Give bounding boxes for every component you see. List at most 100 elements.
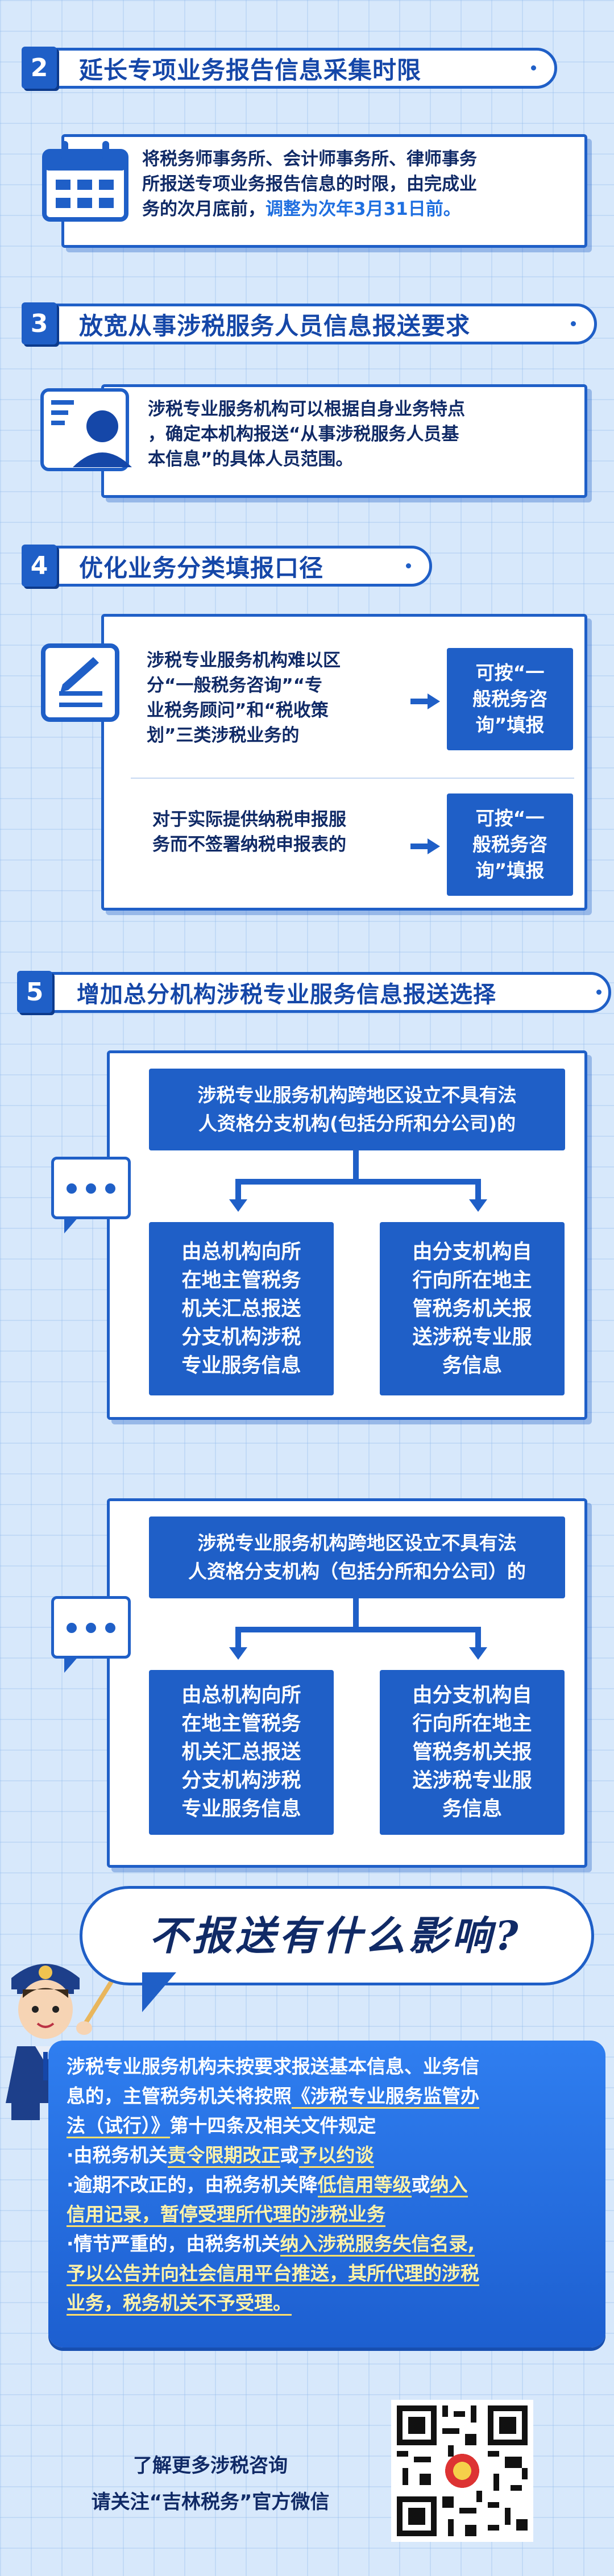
- text-line: 专业服务信息: [181, 1354, 301, 1377]
- flow2-condition: 涉税专业服务机构跨地区设立不具有法 人资格分支机构（包括分所和分公司）的: [149, 1516, 565, 1598]
- arrow-down-icon: [229, 1647, 247, 1660]
- impact-line-4: ·由税务机关责令限期改正或予以约谈: [67, 2141, 592, 2170]
- text-line: 由总机构向所: [181, 1240, 301, 1264]
- text-line: 机关汇总报送: [181, 1741, 301, 1764]
- bubble-tail: [142, 1972, 176, 2012]
- arrow-down-icon: [469, 1199, 487, 1212]
- section4-heading: 优化业务分类填报口径: [34, 546, 432, 587]
- text: 息的，主管税务机关将按照: [67, 2085, 292, 2107]
- section4-row2-text: 对于实际提供纳税申报服 务而不签署纳税申报表的: [152, 807, 414, 857]
- text-line: 管税务机关报: [412, 1297, 532, 1320]
- penalty-highlight: 低信用等级: [317, 2174, 412, 2197]
- impact-line-3: 法（试行）》第十四条及相关文件规定: [67, 2111, 592, 2141]
- text: 或: [411, 2174, 430, 2196]
- footer-line-1: 了解更多涉税咨询: [133, 2454, 288, 2477]
- text-line: 行向所在地主: [412, 1269, 532, 1292]
- connector: [353, 1150, 359, 1182]
- text-line: 般税务咨: [472, 688, 547, 710]
- arrow-down-icon: [469, 1647, 487, 1660]
- text-line: 业税务顾问”和“税收策: [147, 700, 329, 721]
- connector: [235, 1179, 481, 1185]
- text-line: 在地主管税务: [181, 1713, 301, 1735]
- text-line: 人资格分支机构(包括分所和分公司)的: [198, 1112, 516, 1135]
- section2-heading: 延长专项业务报告信息采集时限: [34, 48, 557, 89]
- connector: [475, 1627, 481, 1650]
- text-line: 分“一般税务咨询”“专: [147, 675, 323, 696]
- connector: [235, 1179, 241, 1202]
- section5-number: 5: [17, 971, 52, 1013]
- text-line: 可按“一: [475, 807, 545, 829]
- text-line: 专业服务信息: [181, 1798, 301, 1821]
- arrow-right-icon: [410, 844, 428, 849]
- impact-line-9: 业务，税务机关不予受理。: [67, 2288, 592, 2318]
- text-line: 由分支机构自: [412, 1240, 532, 1264]
- text-line: 可按“一: [475, 662, 545, 684]
- chat-bubble-icon: [51, 1157, 131, 1233]
- section4-number: 4: [22, 545, 57, 587]
- impact-title-bubble: [80, 1886, 594, 1985]
- text-line: 对于实际提供纳税申报服: [152, 809, 346, 830]
- divider: [131, 778, 574, 779]
- text: 或: [280, 2144, 299, 2166]
- section3-title: 放宽从事涉税服务人员信息报送要求: [79, 311, 471, 340]
- text-line: 由分支机构自: [412, 1684, 532, 1707]
- text-line: 送涉税专业服: [412, 1326, 532, 1349]
- text-line: 分支机构涉税: [181, 1326, 301, 1349]
- text: 涉税专业服务机构未按要求报送基本信息、业务信: [67, 2055, 479, 2078]
- text-line: 务的次月底前，: [142, 199, 265, 219]
- penalty-highlight: 业务，税务机关不予受理。: [67, 2292, 292, 2316]
- dot-icon: [531, 65, 536, 70]
- arrow-down-icon: [229, 1199, 247, 1212]
- penalty-highlight: 予以公告并向社会信用平台推送，其所代理的涉税: [67, 2262, 479, 2286]
- text-line: 人资格分支机构（包括分所和分公司）的: [188, 1560, 526, 1582]
- section2-number: 2: [22, 47, 57, 89]
- section4-row1-result: 可按“一 般税务咨 询”填报: [447, 648, 573, 750]
- section5-heading: 增加总分机构涉税专业服务信息报送选择: [34, 972, 611, 1013]
- text-line: 般税务咨: [472, 833, 547, 855]
- section3-number: 3: [22, 302, 57, 344]
- text-line: 机关汇总报送: [181, 1297, 301, 1320]
- text: ·逾期不改正的，由税务机关降: [67, 2174, 318, 2196]
- impact-panel: 涉税专业服务机构未按要求报送基本信息、业务信 息的，主管税务机关将按照《涉税专业…: [48, 2041, 605, 2348]
- connector: [353, 1598, 359, 1630]
- text-line: 将税务师事务所、会计师事务所、律师事务: [142, 149, 477, 169]
- qr-code-icon[interactable]: [391, 2400, 533, 2542]
- penalty-highlight: 纳入: [430, 2174, 468, 2197]
- flow1-option-left: 由总机构向所 在地主管税务 机关汇总报送 分支机构涉税 专业服务信息: [149, 1222, 334, 1395]
- impact-line-5: ·逾期不改正的，由税务机关降低信用等级或纳入: [67, 2170, 592, 2200]
- text-line: 务信息: [442, 1354, 502, 1377]
- section3-card: [101, 384, 587, 498]
- flow1-condition: 涉税专业服务机构跨地区设立不具有法 人资格分支机构(包括分所和分公司)的: [149, 1069, 565, 1150]
- person-id-icon: [40, 388, 136, 473]
- text: ·情节严重的，由税务机关: [67, 2233, 280, 2255]
- edit-document-icon: [40, 642, 125, 728]
- text-line: 务而不签署纳税申报表的: [152, 834, 346, 855]
- text-line: 涉税专业服务机构跨地区设立不具有法: [197, 1532, 517, 1554]
- regulation-link: 法（试行）》: [67, 2114, 170, 2138]
- text-line: 分支机构涉税: [181, 1769, 301, 1792]
- text-line: 涉税专业服务机构可以根据自身业务特点: [148, 399, 465, 419]
- text-line: 询”填报: [475, 714, 545, 736]
- flow1-option-right: 由分支机构自 行向所在地主 管税务机关报 送涉税专业服 务信息: [380, 1222, 565, 1395]
- text-line: 务信息: [442, 1798, 502, 1821]
- footer-text: 了解更多涉税咨询 请关注“吉林税务”官方微信: [74, 2448, 347, 2520]
- text-line: 划”三类涉税业务的: [147, 725, 300, 746]
- flow2-option-right: 由分支机构自 行向所在地主 管税务机关报 送涉税专业服 务信息: [380, 1670, 565, 1835]
- arrow-head: [428, 838, 440, 854]
- arrow-head: [428, 693, 440, 709]
- regulation-link: 《涉税专业服务监管办: [292, 2085, 479, 2109]
- impact-title: 不报送有什么影响?: [149, 1912, 522, 1959]
- section4-title: 优化业务分类填报口径: [79, 554, 324, 582]
- impact-line-7: ·情节严重的，由税务机关纳入涉税服务失信名录,: [67, 2229, 592, 2259]
- impact-line-8: 予以公告并向社会信用平台推送，其所代理的涉税: [67, 2259, 592, 2288]
- section4-row2-result: 可按“一 般税务咨 询”填报: [447, 793, 573, 896]
- dot-icon: [596, 990, 601, 995]
- text-line: 涉税专业服务机构跨地区设立不具有法: [197, 1084, 517, 1106]
- connector: [475, 1179, 481, 1202]
- connector: [235, 1627, 241, 1650]
- text-line: 行向所在地主: [412, 1713, 532, 1735]
- section4-row1-text: 涉税专业服务机构难以区 分“一般税务咨询”“专 业税务顾问”和“税收策 划”三类…: [147, 648, 408, 748]
- text-line: 送涉税专业服: [412, 1769, 532, 1792]
- text-line: 管税务机关报: [412, 1741, 532, 1764]
- text-line: 在地主管税务: [181, 1269, 301, 1292]
